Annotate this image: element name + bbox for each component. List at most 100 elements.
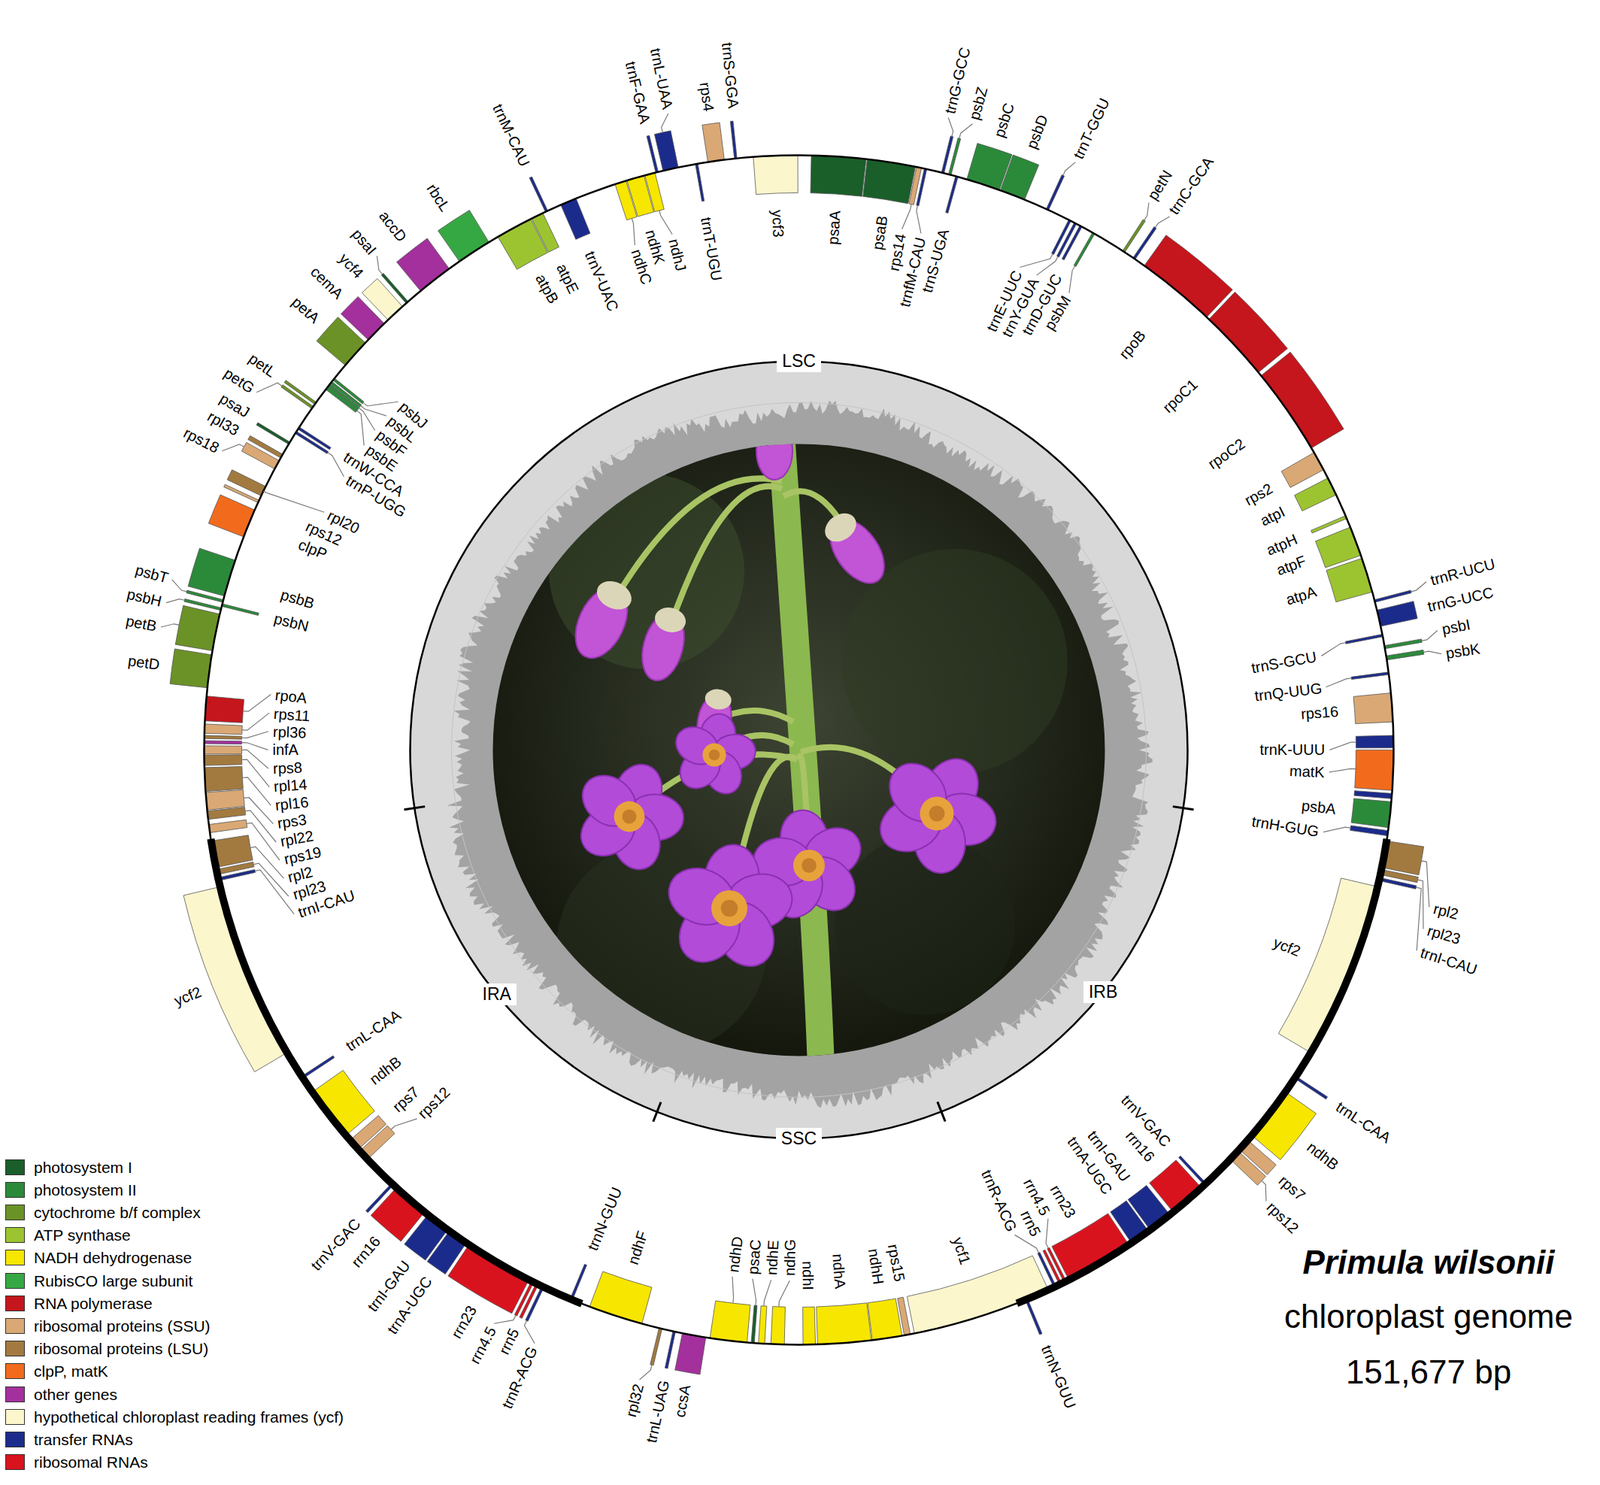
- legend-text: ribosomal proteins (SSU): [33, 1318, 211, 1334]
- gene-label: petB: [124, 612, 158, 634]
- map-center: [169, 121, 1425, 1375]
- gene-block: [1294, 1075, 1328, 1099]
- gene-block: [1178, 1155, 1207, 1185]
- gene-block: [695, 163, 705, 202]
- leader-line: [363, 401, 399, 407]
- genome-ring: [204, 154, 1394, 1345]
- gene-label: rpl2: [1431, 900, 1460, 922]
- gene-block: [206, 789, 246, 810]
- genome-subtitle: chloroplast genome: [1284, 1298, 1573, 1335]
- gene-label: psbC: [991, 100, 1017, 140]
- leader-line: [1421, 860, 1429, 908]
- gc-band: [410, 360, 1188, 1139]
- gene-label: psbH: [125, 586, 164, 610]
- gene-block: [702, 122, 725, 163]
- leader-line: [263, 490, 325, 513]
- gene-label: trnR-ACG: [978, 1167, 1020, 1234]
- gene-block: [1045, 175, 1064, 211]
- legend-swatch: [5, 1227, 25, 1243]
- leader-line: [1063, 162, 1076, 176]
- gene-label: ndhD: [725, 1235, 746, 1273]
- gene-label: psbT: [133, 562, 170, 586]
- gene-label: ndhI: [800, 1260, 816, 1291]
- gene-block: [1374, 590, 1412, 603]
- gene-label: trnR-UCU: [1428, 556, 1497, 588]
- gene-block: [654, 130, 679, 171]
- leader-line: [390, 1118, 418, 1130]
- gene-label: rps11: [273, 706, 312, 724]
- leader-line: [242, 694, 271, 713]
- legend-text: photosystem I: [33, 1159, 133, 1176]
- gene-block: [497, 218, 548, 270]
- legend-row: hypothetical chloroplast reading frames …: [5, 1406, 344, 1427]
- gene-label: trnK-UUU: [1260, 742, 1326, 758]
- gene-block: [208, 494, 255, 537]
- gene-label: ndhH: [866, 1248, 887, 1286]
- gene-block: [1354, 749, 1394, 791]
- gene-block: [295, 431, 329, 455]
- flower-bud: [635, 603, 693, 685]
- gene-label: trnV-UAC: [582, 248, 622, 314]
- gene-label: trnN-GUU: [584, 1184, 625, 1253]
- gene-block: [187, 548, 236, 597]
- gene-label: rps12: [415, 1084, 453, 1122]
- gene-label: trnI-CAU: [1418, 945, 1479, 978]
- leader-line: [1045, 1218, 1049, 1249]
- gene-label: rrn5: [496, 1326, 522, 1358]
- gene-block: [650, 1327, 663, 1366]
- gene-block: [525, 1286, 545, 1322]
- gene-block: [256, 422, 291, 445]
- gene-label: ndhB: [1304, 1139, 1342, 1173]
- leader-line: [1421, 630, 1438, 641]
- region-box: IRB: [1083, 981, 1123, 1004]
- legend-swatch: [5, 1454, 25, 1470]
- gene-label: rrn16: [348, 1233, 383, 1270]
- gene-label: cemA: [307, 263, 346, 302]
- legend-row: photosystem I: [5, 1157, 133, 1177]
- gene-label: ycf3: [769, 209, 786, 238]
- gene-label: rpoB: [1116, 327, 1149, 361]
- gene-label: trnM-CAU: [490, 102, 533, 170]
- gene-block: [328, 384, 361, 410]
- gene-label: trnL-UAA: [647, 47, 675, 112]
- legend-row: ribosomal RNAs: [5, 1452, 149, 1473]
- leader-line: [1019, 254, 1053, 268]
- gene-label: psaI: [349, 226, 380, 258]
- gene-label: rrn23: [1047, 1182, 1079, 1221]
- legend-text: ribosomal RNAs: [33, 1454, 149, 1470]
- leader-line: [1321, 642, 1346, 657]
- gene-block: [966, 143, 1013, 191]
- leader-line: [493, 1315, 516, 1324]
- leader-line: [1330, 742, 1357, 750]
- legend-row: RNA polymerase: [5, 1293, 153, 1313]
- gene-label: trnL-UAG: [643, 1378, 672, 1445]
- gene-block: [203, 745, 242, 755]
- gene-label: accD: [376, 208, 410, 245]
- region-box: IRA: [477, 983, 517, 1006]
- gene-label: rrn4.5: [466, 1324, 499, 1367]
- gene-block: [867, 1298, 903, 1340]
- flower-bud: [815, 505, 895, 594]
- gene-label: petN: [1145, 167, 1176, 203]
- gene-label: atpH: [1264, 531, 1300, 558]
- genome-title: Primula wilsonii: [1303, 1244, 1555, 1281]
- legend-text: NADH dehydrogenase: [33, 1249, 192, 1266]
- gene-label: rps14: [886, 232, 909, 273]
- legend-swatch: [5, 1431, 25, 1448]
- leader-line: [732, 1276, 734, 1304]
- gene-label: psaA: [824, 209, 843, 246]
- leader-line: [1411, 581, 1427, 592]
- legend-text: clpP, matK: [33, 1363, 109, 1379]
- gene-block: [1386, 649, 1425, 660]
- leader-line: [250, 846, 284, 879]
- leader-line: [253, 863, 289, 897]
- region-label: SSC: [781, 1128, 817, 1149]
- gene-label: rpl23: [1425, 923, 1462, 947]
- gene-block: [1311, 515, 1348, 534]
- gene-label: trnS-GCU: [1250, 649, 1319, 676]
- gene-label: rpl16: [274, 793, 310, 813]
- leader-line: [1329, 768, 1356, 773]
- inverted-repeat-mark: [1015, 838, 1391, 1307]
- legend-row: NADH dehydrogenase: [5, 1248, 192, 1268]
- leader-line: [639, 1364, 652, 1380]
